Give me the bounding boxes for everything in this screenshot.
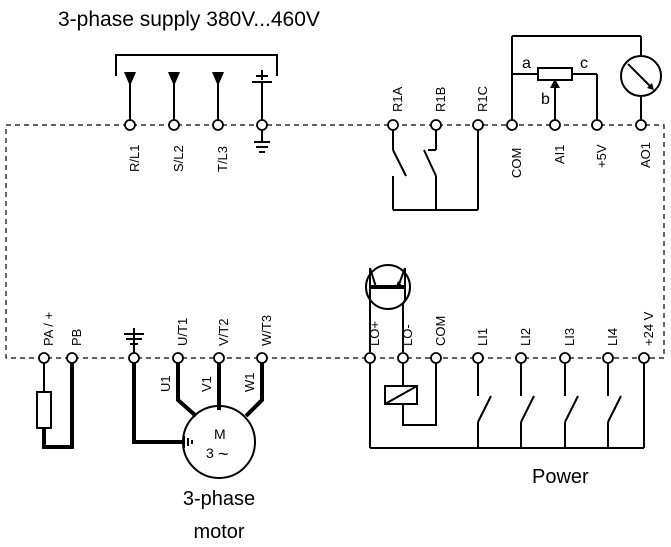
motor-symbol-m: M xyxy=(214,426,226,442)
meter-icon xyxy=(620,55,662,97)
supply-earth-icon xyxy=(252,70,272,153)
motor-icon xyxy=(182,405,256,479)
terminal-label-rl1: R/L1 xyxy=(127,145,142,172)
braking-resistor xyxy=(36,363,74,449)
supply-bracket xyxy=(115,54,278,76)
terminal-label-5v: +5V xyxy=(594,144,609,168)
supply-line-t xyxy=(212,72,224,120)
logic-input-contacts xyxy=(369,363,645,449)
pot-label-a: a xyxy=(522,55,531,72)
terminal-label-pb: PB xyxy=(69,329,84,346)
terminal-label-com-logic: COM xyxy=(433,316,448,346)
transistor-icon xyxy=(365,264,411,352)
terminal-label-li4: LI4 xyxy=(605,328,620,346)
winding-label-v1: V1 xyxy=(199,376,214,392)
motor-caption-line1: 3-phase xyxy=(183,488,255,510)
pot-label-c: c xyxy=(580,55,588,72)
terminal-label-wt3: W/T3 xyxy=(259,315,274,346)
supply-line-r xyxy=(124,72,136,120)
motor-symbol-phase: 3 xyxy=(206,445,214,461)
drive-earth-icon xyxy=(124,328,144,353)
terminal-label-li2: LI2 xyxy=(518,328,533,346)
terminal-label-vt2: V/T2 xyxy=(216,319,231,346)
power-caption: Power xyxy=(532,466,589,488)
bottom-terminal-circles xyxy=(38,352,650,364)
potentiometer xyxy=(511,35,642,120)
winding-label-w1: W1 xyxy=(242,373,257,393)
terminal-label-ai1: AI1 xyxy=(552,144,567,164)
terminal-label-pa: PA / + xyxy=(41,312,56,346)
motor-wiring xyxy=(132,363,264,444)
motor-symbol-ac: ~ xyxy=(218,444,229,464)
relay-coil xyxy=(384,363,437,426)
drive-enclosure xyxy=(5,124,665,359)
terminal-label-24v: +24 V xyxy=(641,311,656,346)
relay-contacts xyxy=(392,130,479,211)
terminal-label-li1: LI1 xyxy=(475,328,490,346)
terminal-label-ao1: AO1 xyxy=(638,142,653,168)
pot-label-b: b xyxy=(541,91,550,108)
terminal-label-r1b: R1B xyxy=(433,87,448,112)
terminal-label-com-analog: COM xyxy=(509,148,524,178)
winding-label-u1: U1 xyxy=(158,375,173,392)
terminal-label-ut1: U/T1 xyxy=(175,318,190,346)
terminal-label-r1a: R1A xyxy=(390,86,405,112)
terminal-label-li3: LI3 xyxy=(562,328,577,346)
terminal-label-sl2: S/L2 xyxy=(171,145,186,172)
terminal-label-r1c: R1C xyxy=(475,86,490,112)
supply-line-s xyxy=(168,72,180,120)
terminal-label-tl3: T/L3 xyxy=(215,146,230,172)
supply-title: 3-phase supply 380V...460V xyxy=(58,8,320,31)
motor-caption-line2: motor xyxy=(193,521,244,543)
